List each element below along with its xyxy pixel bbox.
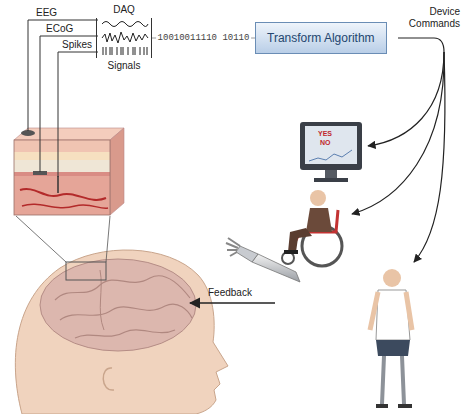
box-heading: DAQ <box>96 4 152 16</box>
box-caption: Signals <box>96 60 152 72</box>
signal-wire <box>28 20 98 177</box>
monitor-illustration <box>300 122 362 182</box>
screen-text: YES <box>318 130 332 138</box>
signal-name: EEG <box>36 7 57 19</box>
process-box: Transform Algorithm <box>255 22 387 54</box>
arm-prosthesis <box>226 238 300 282</box>
signal-trace <box>102 22 148 56</box>
screen-text: NO <box>320 139 331 147</box>
daq-box: DAQ Signals <box>96 4 152 72</box>
box-text: Transform Algorithm <box>267 31 375 45</box>
leg-prosthesis-person <box>370 269 412 406</box>
signal-name: Spikes <box>62 39 92 51</box>
bit-stream: 10010011110 10110 <box>156 33 252 44</box>
command-arrow <box>352 38 445 262</box>
section-label: Device Commands <box>400 6 460 30</box>
cortex-block <box>14 128 124 215</box>
arrow-label: Feedback <box>208 287 252 299</box>
feedback-arrow <box>190 302 275 304</box>
wheelchair-illustration <box>282 190 342 266</box>
signal-name: ECoG <box>46 23 73 35</box>
signal-bracket <box>96 18 152 58</box>
head-illustration <box>15 216 228 414</box>
